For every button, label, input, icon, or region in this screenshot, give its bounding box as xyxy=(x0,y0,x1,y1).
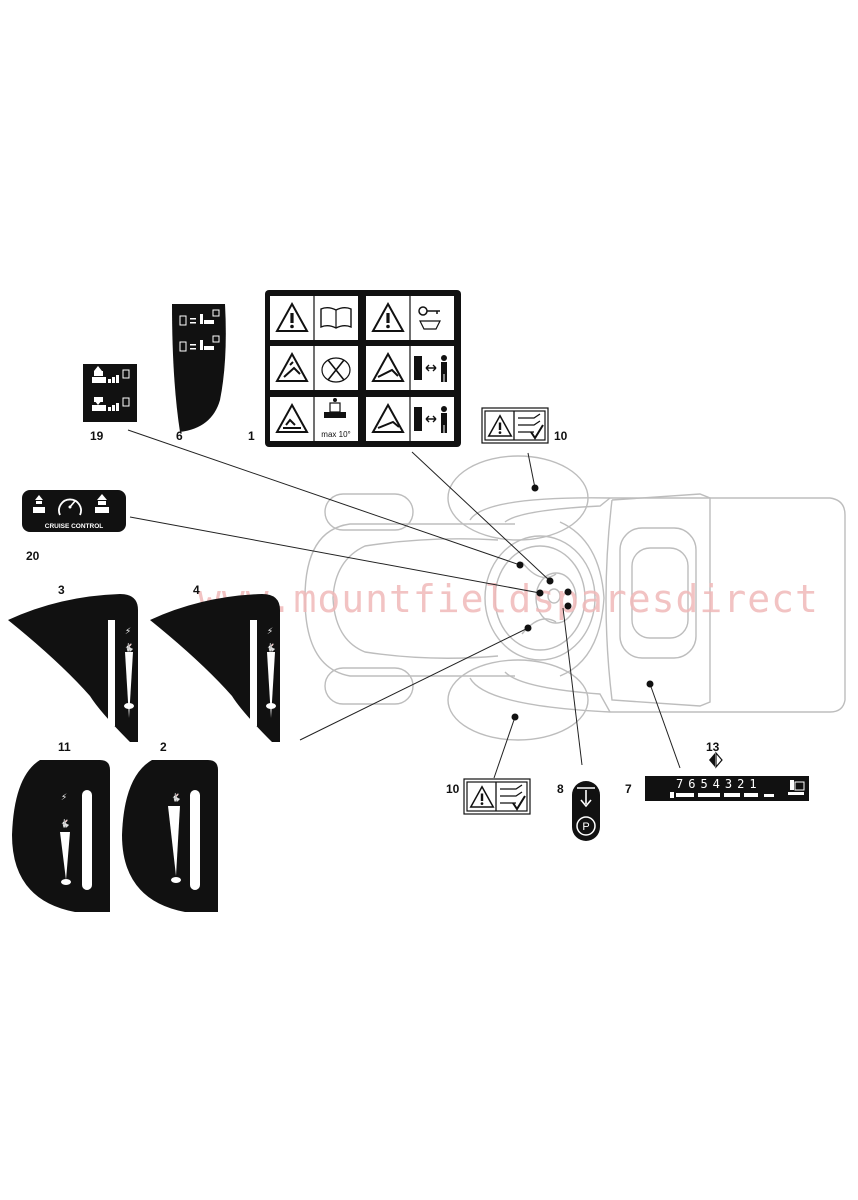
cruise-control-text: CRUISE CONTROL xyxy=(45,523,104,530)
lightning-icon-3: ⚡ xyxy=(61,792,67,802)
no-passenger-icon xyxy=(321,357,351,383)
slope-tractor-icon xyxy=(324,398,346,418)
callout-3: 3 xyxy=(58,583,65,597)
decal-10-top xyxy=(481,407,549,444)
steering-spoke-bottom xyxy=(521,618,557,635)
tortoise-icon-3 xyxy=(61,879,71,885)
decal-3-speed-panel: ⚡ 🐇 xyxy=(8,594,138,742)
tortoise-icon-2 xyxy=(266,703,276,709)
callout-6: 6 xyxy=(176,429,183,443)
leader-lines xyxy=(127,429,681,779)
steering-hub xyxy=(547,588,561,604)
callout-10-bottom: 10 xyxy=(446,782,460,796)
seat-back xyxy=(605,493,711,707)
decal-2-speed-panel: 🐇 xyxy=(122,760,218,912)
decal-11-speed-panel: ⚡ 🐇 xyxy=(12,760,110,912)
hare-icon: 🐇 xyxy=(124,642,134,652)
callout-1: 1 xyxy=(248,429,255,443)
callout-19: 19 xyxy=(90,429,104,443)
decal-7-gear-strip: 7654321 xyxy=(645,776,809,801)
hare-icon-2: 🐇 xyxy=(266,642,276,652)
steering-hub-outer xyxy=(535,572,577,624)
steering-column-ring xyxy=(484,535,596,661)
decal-19-cut-height xyxy=(83,364,137,422)
lightning-icon-2: ⚡ xyxy=(267,626,273,636)
decal-1-safety-panel: max 10° xyxy=(265,290,461,447)
body xyxy=(469,497,846,713)
person-distance-icon-2 xyxy=(414,406,447,433)
grass-chute-icon xyxy=(513,411,544,440)
decal-8-parking-brake: P xyxy=(572,781,600,841)
decal-4-speed-panel: ⚡ 🐇 xyxy=(150,594,280,742)
fender-bottom xyxy=(504,671,611,713)
chevron-left-icon xyxy=(709,753,715,767)
callout-4: 4 xyxy=(193,583,200,597)
callout-2: 2 xyxy=(160,740,167,754)
callout-13: 13 xyxy=(706,740,720,754)
callout-8: 8 xyxy=(557,782,564,796)
parking-letter: P xyxy=(582,821,589,833)
hare-icon-3: 🐇 xyxy=(60,818,70,828)
tortoise-icon xyxy=(124,703,134,709)
grass-chute-icon-2 xyxy=(495,782,526,811)
tortoise-icon-4 xyxy=(171,877,181,883)
callout-10-top: 10 xyxy=(554,429,568,443)
decal-10-bottom xyxy=(463,778,531,815)
front-wheel-bottom xyxy=(324,667,414,705)
callout-20: 20 xyxy=(26,549,40,563)
hood xyxy=(304,523,515,677)
chevron-right-icon xyxy=(715,751,723,769)
fender-top xyxy=(504,497,611,523)
callout-11: 11 xyxy=(58,740,71,754)
steering-wheel xyxy=(494,545,586,651)
parking-brake-icon: P xyxy=(576,816,596,836)
steering-spoke-top xyxy=(521,561,557,579)
watermark-text: www.mountfieldsparesdirect xyxy=(198,577,819,621)
seat-cushion xyxy=(631,547,689,639)
lightning-icon: ⚡ xyxy=(125,626,131,636)
svg-text:W: W xyxy=(36,508,42,514)
callout-numbers: 1 6 19 10 20 3 4 11 2 13 10 8 7 xyxy=(26,429,720,796)
leader-dots xyxy=(511,484,654,721)
gear-digits: 7654321 xyxy=(676,777,762,791)
key-icon xyxy=(418,306,441,330)
hare-icon-4: 🐇 xyxy=(171,792,181,802)
tractor-outline xyxy=(304,455,846,741)
callout-7: 7 xyxy=(625,782,632,796)
decal-6-lever xyxy=(172,304,226,432)
speedometer-icon xyxy=(58,498,82,516)
open-book-icon xyxy=(320,307,352,329)
seat xyxy=(619,527,697,659)
hood-inner xyxy=(332,538,499,659)
max-slope-text: max 10° xyxy=(321,430,350,439)
dash-panel xyxy=(559,521,605,677)
decal-13-direction xyxy=(709,751,723,769)
decal-20-cruise-control: W CRUISE CONTROL xyxy=(22,490,126,532)
mower-deck-bottom xyxy=(447,659,589,741)
front-wheel-top xyxy=(324,493,414,531)
person-distance-icon xyxy=(414,355,447,382)
